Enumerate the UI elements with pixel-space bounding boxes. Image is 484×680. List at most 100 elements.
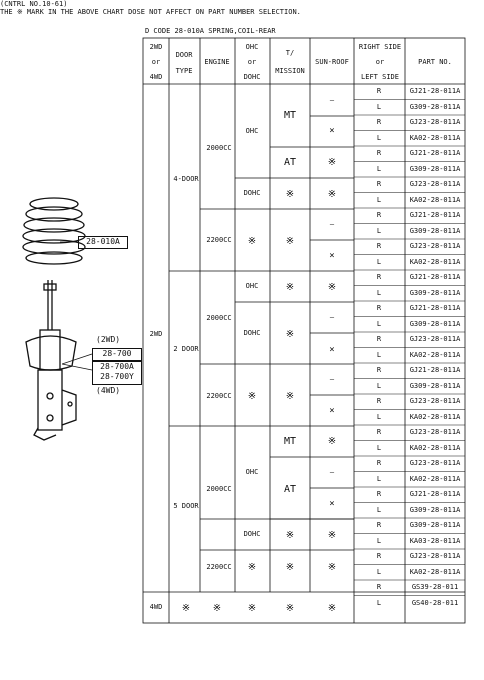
- strut-part-28-700a: 28-700A: [100, 362, 134, 371]
- row-side: R: [376, 490, 382, 499]
- row-part-number: KA02-28-011A: [409, 567, 461, 576]
- row-side: L: [376, 288, 382, 297]
- row-side: R: [376, 366, 382, 375]
- row-side: L: [376, 164, 382, 173]
- cell-ohc-kome-a: ※: [247, 236, 257, 247]
- cell-engine-2000-b: 2000CC: [206, 314, 232, 322]
- cell-4wd-ohc-kome: ※: [247, 603, 257, 614]
- header-right-side: RIGHT SIDE: [358, 43, 402, 51]
- row-part-number: GJ21-28-011A: [409, 87, 461, 96]
- header-sunroof: SUN-ROOF: [315, 58, 349, 66]
- cell-sunroof-cross-e: ×: [329, 499, 335, 509]
- row-part-number: GJ21-28-011A: [409, 366, 461, 375]
- page-title: D CODE 28-010A SPRING,COIL-REAR: [145, 27, 276, 35]
- row-part-number: KA02-28-011A: [409, 474, 461, 483]
- row-side: L: [376, 412, 382, 421]
- strut-part-4wd-box: 28-700A 28-700Y: [92, 361, 142, 385]
- footer-note: THE ※ MARK IN THE ABOVE CHART DOSE NOT A…: [0, 8, 301, 16]
- cell-engine-2200-a: 2200CC: [206, 236, 232, 244]
- header-wd-2: or: [151, 58, 161, 66]
- spring-strut-diagram: [22, 197, 86, 441]
- row-part-number: G309-28-011A: [409, 102, 461, 111]
- row-part-number: GJ21-28-011A: [409, 149, 461, 158]
- cell-sunroof-kome-c: ※: [327, 282, 337, 293]
- cell-engine-2000-a: 2000CC: [206, 144, 232, 152]
- row-part-number: G309-28-011A: [409, 288, 461, 297]
- row-part-number: KA02-28-011A: [409, 257, 461, 266]
- row-side: R: [376, 459, 382, 468]
- cell-ohc-a: OHC: [245, 127, 259, 135]
- row-side: R: [376, 211, 382, 220]
- row-part-number: GJ23-28-011A: [409, 335, 461, 344]
- row-side: L: [376, 226, 382, 235]
- cell-sunroof-kome-b: ※: [327, 189, 337, 200]
- cell-2-door: 2 DOOR: [173, 345, 199, 353]
- row-side: L: [376, 102, 382, 111]
- row-part-number: GJ21-28-011A: [409, 304, 461, 313]
- cell-sunroof-dash-a: –: [329, 96, 335, 104]
- row-side: R: [376, 180, 382, 189]
- strut-leader-lines: [62, 353, 93, 371]
- cell-ohc-b: OHC: [245, 282, 259, 290]
- row-side: R: [376, 273, 382, 282]
- cell-engine-2200-b: 2200CC: [206, 392, 232, 400]
- cell-sunroof-cross-c: ×: [329, 345, 335, 355]
- cell-sunroof-dash-d: –: [329, 375, 335, 383]
- row-side: L: [376, 350, 382, 359]
- cell-sunroof-dash-b: –: [329, 220, 335, 228]
- row-part-number: GS40-28-011: [411, 598, 459, 607]
- cell-at-b: AT: [283, 484, 297, 495]
- header-engine: ENGINE: [204, 58, 230, 66]
- row-side: R: [376, 521, 382, 530]
- cell-dohc-c: DOHC: [243, 530, 261, 538]
- cell-dohc-b: DOHC: [243, 329, 261, 337]
- row-side: L: [376, 598, 382, 607]
- row-side: L: [376, 443, 382, 452]
- cell-sunroof-kome-e: ※: [327, 530, 337, 541]
- header-wd-1: 2WD: [149, 43, 163, 51]
- row-part-number: KA03-28-011A: [409, 536, 461, 545]
- label-4wd: (4WD): [96, 386, 121, 395]
- row-side: L: [376, 474, 382, 483]
- cell-4wd-mission-kome: ※: [285, 603, 295, 614]
- header-t: T/: [285, 49, 295, 57]
- row-part-number: KA02-28-011A: [409, 350, 461, 359]
- row-side: L: [376, 505, 382, 514]
- cell-4wd-engine-kome: ※: [212, 603, 222, 614]
- row-part-number: G309-28-011A: [409, 226, 461, 235]
- row-part-number: GJ23-28-011A: [409, 242, 461, 251]
- cell-2wd: 2WD: [149, 330, 163, 338]
- row-part-number: GJ23-28-011A: [409, 118, 461, 127]
- row-part-number: G309-28-011A: [409, 164, 461, 173]
- cell-sunroof-cross-a: ×: [329, 126, 335, 136]
- row-part-number: GJ23-28-011A: [409, 459, 461, 468]
- row-side: R: [376, 583, 382, 592]
- cell-at-a: AT: [283, 157, 297, 168]
- row-part-number: G309-28-011A: [409, 521, 461, 530]
- row-side: R: [376, 552, 382, 561]
- row-part-number: GJ21-28-011A: [409, 273, 461, 282]
- cell-sunroof-cross-d: ×: [329, 406, 335, 416]
- cell-sunroof-kome-a: ※: [327, 157, 337, 168]
- row-part-number: GJ21-28-011A: [409, 490, 461, 499]
- cell-ohc-kome-b: ※: [247, 391, 257, 402]
- cell-mission-kome-f: ※: [285, 530, 295, 541]
- row-part-number: KA02-28-011A: [409, 133, 461, 142]
- row-side: L: [376, 567, 382, 576]
- cell-sunroof-dash-e: –: [329, 468, 335, 476]
- header-door: DOOR: [175, 51, 193, 59]
- row-part-number: GJ21-28-011A: [409, 211, 461, 220]
- cell-engine-2200-c: 2200CC: [206, 563, 232, 571]
- cell-mission-kome-g: ※: [285, 562, 295, 573]
- cell-4wd-door-kome: ※: [181, 603, 191, 614]
- row-side: L: [376, 319, 382, 328]
- cell-4wd: 4WD: [149, 603, 163, 611]
- cell-engine-2000-c: 2000CC: [206, 485, 232, 493]
- row-part-number: G309-28-011A: [409, 505, 461, 514]
- row-part-number: KA02-28-011A: [409, 412, 461, 421]
- cell-4-door: 4-DOOR: [173, 175, 199, 183]
- row-side: R: [376, 118, 382, 127]
- cell-mission-kome-c: ※: [285, 282, 295, 293]
- header-dohc: DOHC: [243, 73, 261, 81]
- row-side: R: [376, 149, 382, 158]
